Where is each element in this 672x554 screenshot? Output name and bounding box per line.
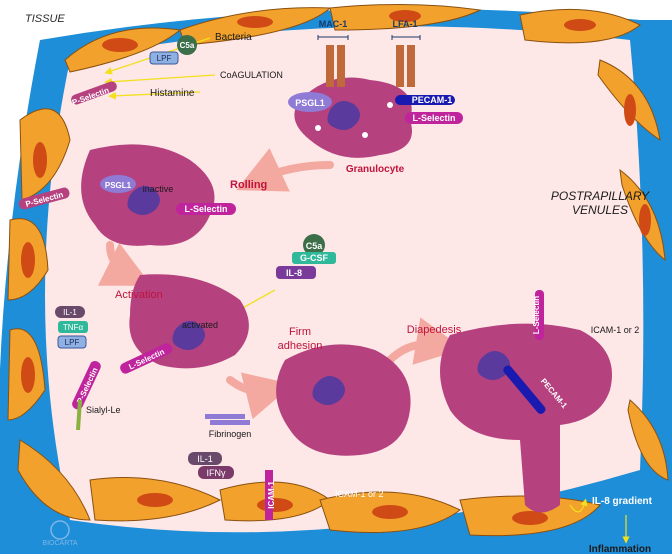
svg-text:L-Selectin: L-Selectin — [532, 296, 541, 334]
activated-label: activated — [182, 320, 218, 330]
firm-adhesion-label-2: adhesion — [278, 340, 323, 352]
icam-1-or-2-label-right: ICAM-1 or 2 — [591, 325, 640, 335]
firm-icam1: ICAM-1 — [265, 470, 276, 520]
granulocyte-pecam1: PECAM-1 — [395, 95, 455, 105]
lfa1-bracket — [391, 35, 421, 40]
svg-text:PSGL1: PSGL1 — [295, 98, 325, 108]
svg-text:IFNγ: IFNγ — [207, 468, 226, 478]
rolling-cell — [81, 144, 215, 246]
svg-text:L-Selectin: L-Selectin — [184, 204, 227, 214]
chemokine-il8: IL-8 — [276, 266, 316, 279]
svg-text:C5a: C5a — [180, 41, 195, 50]
svg-text:IL-1: IL-1 — [63, 308, 77, 317]
endothelial-nuclei — [21, 10, 651, 525]
granulocyte-l-selectin: L-Selectin — [405, 112, 463, 124]
svg-text:LPF: LPF — [65, 338, 80, 347]
svg-text:PECAM-1: PECAM-1 — [412, 95, 453, 105]
lfa1-label: LFA-1 — [392, 19, 417, 29]
granulocyte-integrins — [326, 45, 415, 87]
svg-text:G-CSF: G-CSF — [300, 253, 329, 263]
coagulation-label: CoAGULATION — [220, 70, 283, 80]
svg-text:IL-8: IL-8 — [286, 268, 302, 278]
svg-text:TNFα: TNFα — [63, 323, 84, 332]
diapedesis-l-selectin: L-Selectin — [532, 290, 544, 340]
diapedesis-cell — [440, 323, 612, 513]
svg-text:IL-1: IL-1 — [197, 454, 213, 464]
mac1-bracket — [317, 35, 349, 40]
svg-text:C5a: C5a — [306, 241, 324, 251]
fibrinogen-chain — [205, 414, 250, 425]
rolling-l-selectin: L-Selectin — [176, 203, 236, 215]
bacteria-label: Bacteria — [215, 32, 252, 43]
activation-label: Activation — [115, 289, 163, 301]
inflammation-label: Inflammation — [589, 544, 651, 554]
il8-gradient-label: IL-8 gradient — [592, 496, 653, 507]
chemokine-c5a: C5a — [303, 234, 325, 256]
histamine-label: Histamine — [150, 88, 195, 99]
c5a-badge: C5a — [177, 35, 197, 55]
il8-gradient-arrow — [569, 498, 630, 544]
lpf-badge: LPF — [149, 51, 179, 65]
chemokine-gcsf: G-CSF — [292, 252, 336, 264]
diapedesis-label: Diapedesis — [407, 324, 462, 336]
venules-label-line2: VENULES — [572, 203, 628, 217]
icam-1-or-2-label-mid: ICAM-1 or 2 — [335, 489, 384, 499]
rolling-label: Rolling — [230, 179, 267, 191]
firm-adhesion-label-1: Firm — [289, 326, 311, 338]
svg-text:BIOCARTA: BIOCARTA — [42, 540, 77, 547]
rolling-psgl1: PSGL1 — [100, 175, 136, 193]
sialyl-le: Sialyl-Le — [76, 399, 121, 431]
mac1-label: MAC-1 — [319, 19, 348, 29]
svg-text:L-Selectin: L-Selectin — [412, 113, 455, 123]
left-cytokines: IL-1 TNFα LPF — [55, 306, 88, 349]
granulocyte-label: Granulocyte — [346, 164, 405, 175]
biocarta-logo: BIOCARTA — [42, 520, 78, 547]
tissue-label: TISSUE — [25, 13, 65, 25]
firm-adhesion-cell — [276, 344, 411, 456]
svg-text:ICAM-1: ICAM-1 — [267, 481, 276, 509]
svg-text:LPF: LPF — [157, 54, 172, 63]
fibrinogen-label: Fibrinogen — [209, 429, 252, 439]
inactive-label: inactive — [143, 184, 174, 194]
bottom-cytokines: IL-1 IFNγ — [188, 452, 234, 479]
activated-cell — [129, 274, 249, 369]
svg-text:PSGL1: PSGL1 — [105, 181, 132, 190]
granulocyte-psgl1: PSGL1 — [288, 92, 332, 112]
process-arrows — [97, 148, 464, 420]
venules-label-line1: POSTRAPILLARY — [551, 189, 650, 203]
svg-text:Sialyl-Le: Sialyl-Le — [86, 405, 121, 415]
